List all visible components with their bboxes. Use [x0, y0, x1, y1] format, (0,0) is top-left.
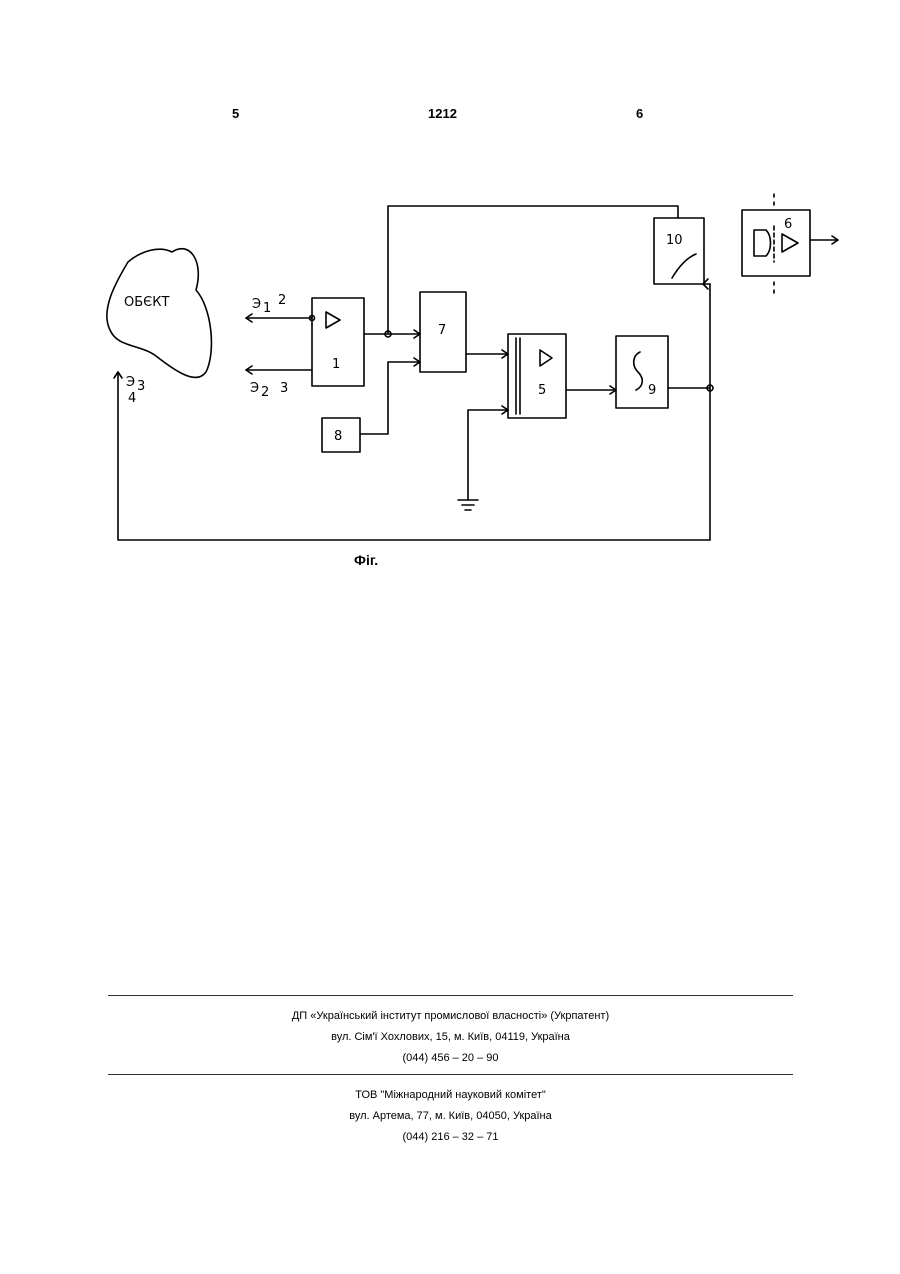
block-7-number: 7 [438, 323, 446, 338]
electrode-e2-symbol: Э [250, 381, 259, 396]
electrode-e3-line [118, 372, 710, 540]
publisher-phone: (044) 456 – 20 – 90 [108, 1048, 793, 1069]
electrode-e3-symbol: Э [126, 375, 135, 390]
object-outline [107, 249, 212, 378]
block-1-triangle-icon [326, 312, 340, 328]
block-5-number: 5 [538, 383, 546, 398]
block-diagram: ОБЄКТ 1 7 8 5 9 10 6 Э 1 2 Э 2 3 Э 3 4 [0, 0, 900, 600]
block-1-amplifier [312, 298, 364, 386]
electrode-e3-subscript: 3 [137, 379, 145, 394]
footer-divider-top [108, 995, 793, 996]
electrode-e1-symbol: Э [252, 297, 261, 312]
block-9-number: 9 [648, 383, 656, 398]
block-8-number: 8 [334, 429, 342, 444]
integral-icon [634, 352, 643, 390]
block-1-number: 1 [332, 357, 340, 372]
publisher-name: ДП «Український інститут промислової вла… [108, 1006, 793, 1027]
block-5-triangle-icon [540, 350, 552, 366]
electrode-e1-subscript: 1 [263, 301, 271, 316]
block-6-triangle-icon [782, 234, 798, 252]
electrode-e2-subscript: 2 [261, 385, 269, 400]
printer-phone: (044) 216 – 32 – 71 [108, 1127, 793, 1148]
block-6-display [742, 210, 810, 276]
printer-address: вул. Артема, 77, м. Київ, 04050, Україна [108, 1106, 793, 1127]
printer-info: ТОВ "Міжнародний науковий комітет" вул. … [108, 1085, 793, 1148]
footer-divider-bottom [108, 1074, 793, 1075]
printer-name: ТОВ "Міжнародний науковий комітет" [108, 1085, 793, 1106]
electrode-e2-number: 3 [280, 381, 288, 396]
publisher-info: ДП «Український інститут промислової вла… [108, 1006, 793, 1069]
electrode-e1-number: 2 [278, 293, 286, 308]
figure-caption: Фіг. [354, 552, 378, 568]
block-10-number: 10 [666, 233, 683, 248]
electrode-e3-number: 4 [128, 391, 136, 406]
object-label: ОБЄКТ [124, 295, 169, 310]
publisher-address: вул. Сім'ї Хохлових, 15, м. Київ, 04119,… [108, 1027, 793, 1048]
block-9-integrator [616, 336, 668, 408]
block-6-number: 6 [784, 217, 792, 232]
block-10-threshold [654, 218, 704, 284]
